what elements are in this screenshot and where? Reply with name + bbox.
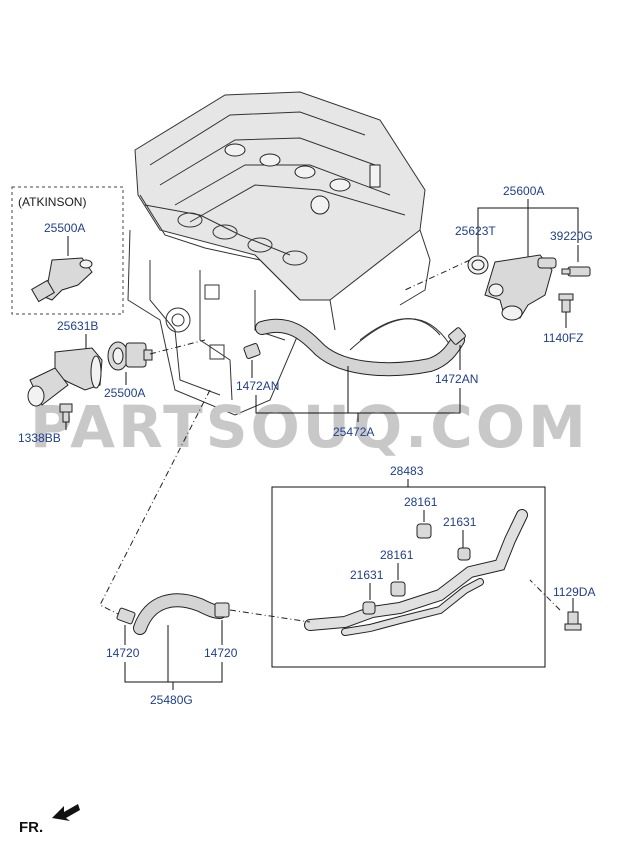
fitting-cover-part [27,347,103,407]
callout-1140fz[interactable]: 1140FZ [543,331,583,345]
water-pipe-part [304,509,528,636]
coolant-housing-part [467,254,591,321]
callout-28483[interactable]: 28483 [390,464,424,478]
callout-1338bb[interactable]: 1338BB [18,431,61,445]
thermostat-part [107,341,153,371]
callout-21631-lower[interactable]: 21631 [350,568,384,582]
callout-25631b[interactable]: 25631B [57,319,98,333]
front-label: FR. [19,819,43,836]
callout-28161-upper[interactable]: 28161 [404,495,438,509]
engine-block-illustration [127,91,451,416]
front-direction-indicator: FR. [19,804,80,836]
callout-25600a[interactable]: 25600A [503,184,544,198]
callout-25480g[interactable]: 25480G [150,693,193,707]
callout-1472an-left[interactable]: 1472AN [236,379,279,393]
callout-28161-lower[interactable]: 28161 [380,548,414,562]
callout-25472a[interactable]: 25472A [333,425,374,439]
upper-hose-part [243,318,466,377]
front-arrow-icon [52,804,80,821]
callout-25500a[interactable]: 25500A [104,386,145,400]
callout-25500a-atkinson[interactable]: 25500A [44,221,85,235]
thermostat-housing-atkinson-part [31,257,93,303]
callout-14720-right[interactable]: 14720 [204,646,238,660]
atkinson-label: (ATKINSON) [18,195,86,209]
callout-1129da[interactable]: 1129DA [553,585,595,599]
callout-21631-upper[interactable]: 21631 [443,515,477,529]
watermark-text: PARTSOUQ.COM [30,393,589,461]
pipe-assembly-frame [271,486,546,668]
lower-hose-part [116,593,230,635]
callout-25623t[interactable]: 25623T [455,224,496,238]
callout-1472an-right[interactable]: 1472AN [435,372,478,386]
callout-39220g[interactable]: 39220G [550,229,593,243]
atkinson-group: (ATKINSON) 25500A [11,186,124,315]
bolt-1129da-part [564,611,582,631]
callout-14720-left[interactable]: 14720 [106,646,140,660]
